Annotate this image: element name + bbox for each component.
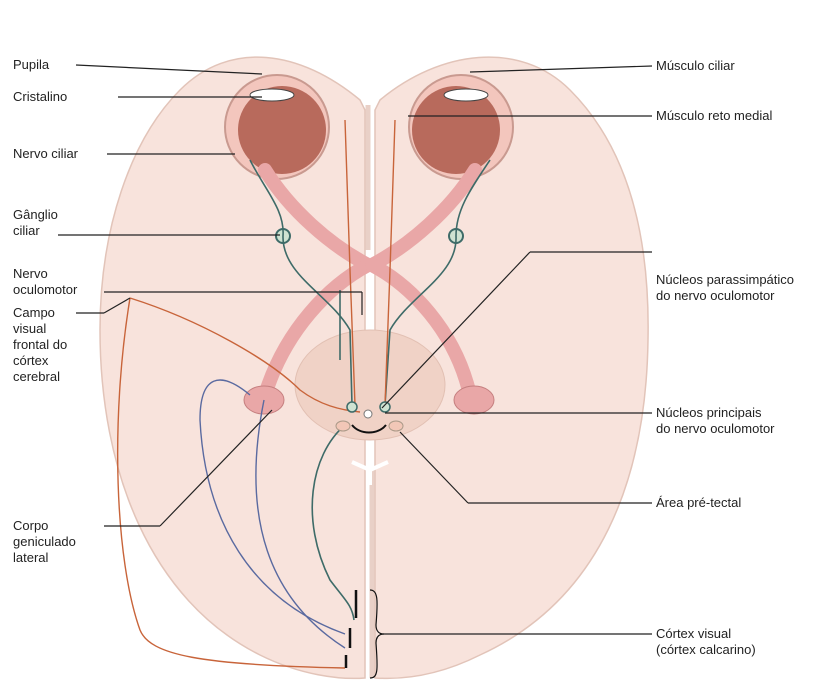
label-nervo-oculomotor-2: oculomotor (13, 282, 77, 297)
label-nucleos-parassimpatico-2: do nervo oculomotor (656, 288, 775, 303)
right-eye (409, 75, 513, 179)
label-campo-2: visual (13, 321, 46, 336)
label-nervo-ciliar: Nervo ciliar (13, 146, 78, 161)
label-musculo-ciliar: Músculo ciliar (656, 58, 735, 73)
midbrain (295, 330, 445, 440)
label-corpo-1: Corpo (13, 518, 48, 533)
label-musculo-reto-medial: Músculo reto medial (656, 108, 772, 123)
label-cortex-visual-2: (córtex calcarino) (656, 642, 756, 657)
label-nervo-oculomotor-1: Nervo (13, 266, 48, 281)
label-area-pre-tectal: Área pré-tectal (656, 495, 741, 510)
label-cortex-visual-1: Córtex visual (656, 626, 731, 641)
label-corpo-3: lateral (13, 550, 48, 565)
label-ganglio-ciliar-1: Gânglio (13, 207, 58, 222)
label-ganglio-ciliar-2: ciliar (13, 223, 40, 238)
label-campo-3: frontal do (13, 337, 67, 352)
label-nucleos-principais-2: do nervo oculomotor (656, 421, 775, 436)
label-nucleos-parassimpatico-1: Núcleos parassimpático (656, 272, 794, 287)
label-nucleos-principais-1: Núcleos principais (656, 405, 762, 420)
label-campo-5: cerebral (13, 369, 60, 384)
left-eye (225, 75, 329, 179)
label-corpo-2: geniculado (13, 534, 76, 549)
label-campo-4: córtex (13, 353, 48, 368)
label-cristalino: Cristalino (13, 89, 67, 104)
lateral-geniculate-right (454, 386, 494, 414)
label-pupila: Pupila (13, 57, 49, 72)
label-campo-1: Campo (13, 305, 55, 320)
